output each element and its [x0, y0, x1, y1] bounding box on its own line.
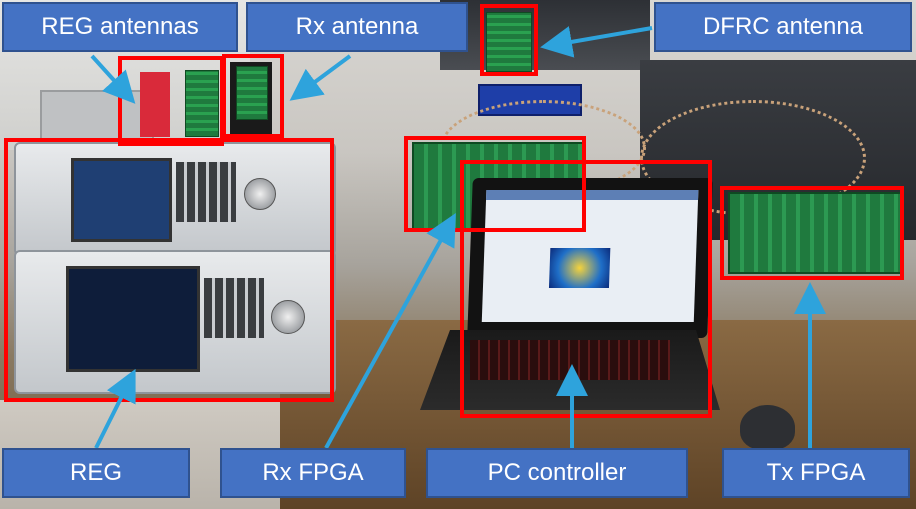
label-dfrc-antenna: DFRC antenna — [654, 2, 912, 52]
highlight-pc-controller — [460, 160, 712, 418]
generator-knob — [244, 178, 276, 210]
reg-antenna-red — [140, 72, 170, 137]
rx-antenna-panel — [236, 66, 268, 120]
arrow-rx-fpga — [324, 212, 456, 449]
arrow-dfrc-antenna — [540, 26, 653, 58]
tx-fpga-board — [728, 192, 904, 274]
dfrc-antenna-panel — [486, 12, 532, 72]
label-reg-antennas: REG antennas — [2, 2, 238, 52]
label-rx-fpga: Rx FPGA — [220, 448, 406, 498]
analyzer-screen — [66, 266, 200, 372]
spectrum-analyzer — [14, 250, 336, 394]
arrow-reg — [94, 368, 136, 449]
computer-mouse — [740, 405, 795, 450]
reg-antenna-green — [185, 70, 219, 137]
label-tx-fpga: Tx FPGA — [722, 448, 910, 498]
highlight-rx-fpga — [404, 136, 586, 232]
analyzer-keypad — [204, 278, 264, 338]
generator-screen — [71, 158, 172, 242]
arrow-reg-antennas — [90, 54, 136, 104]
label-pc-controller: PC controller — [426, 448, 688, 498]
highlight-reg — [4, 138, 334, 402]
label-rx-antenna: Rx antenna — [246, 2, 468, 52]
highlight-tx-fpga — [720, 186, 904, 280]
arrow-rx-antenna — [289, 54, 352, 101]
generator-keypad — [176, 162, 236, 222]
highlight-rx-antenna — [222, 54, 284, 138]
analyzer-knob — [271, 300, 305, 334]
highlight-dfrc-antenna — [480, 4, 538, 76]
label-reg: REG — [2, 448, 190, 498]
